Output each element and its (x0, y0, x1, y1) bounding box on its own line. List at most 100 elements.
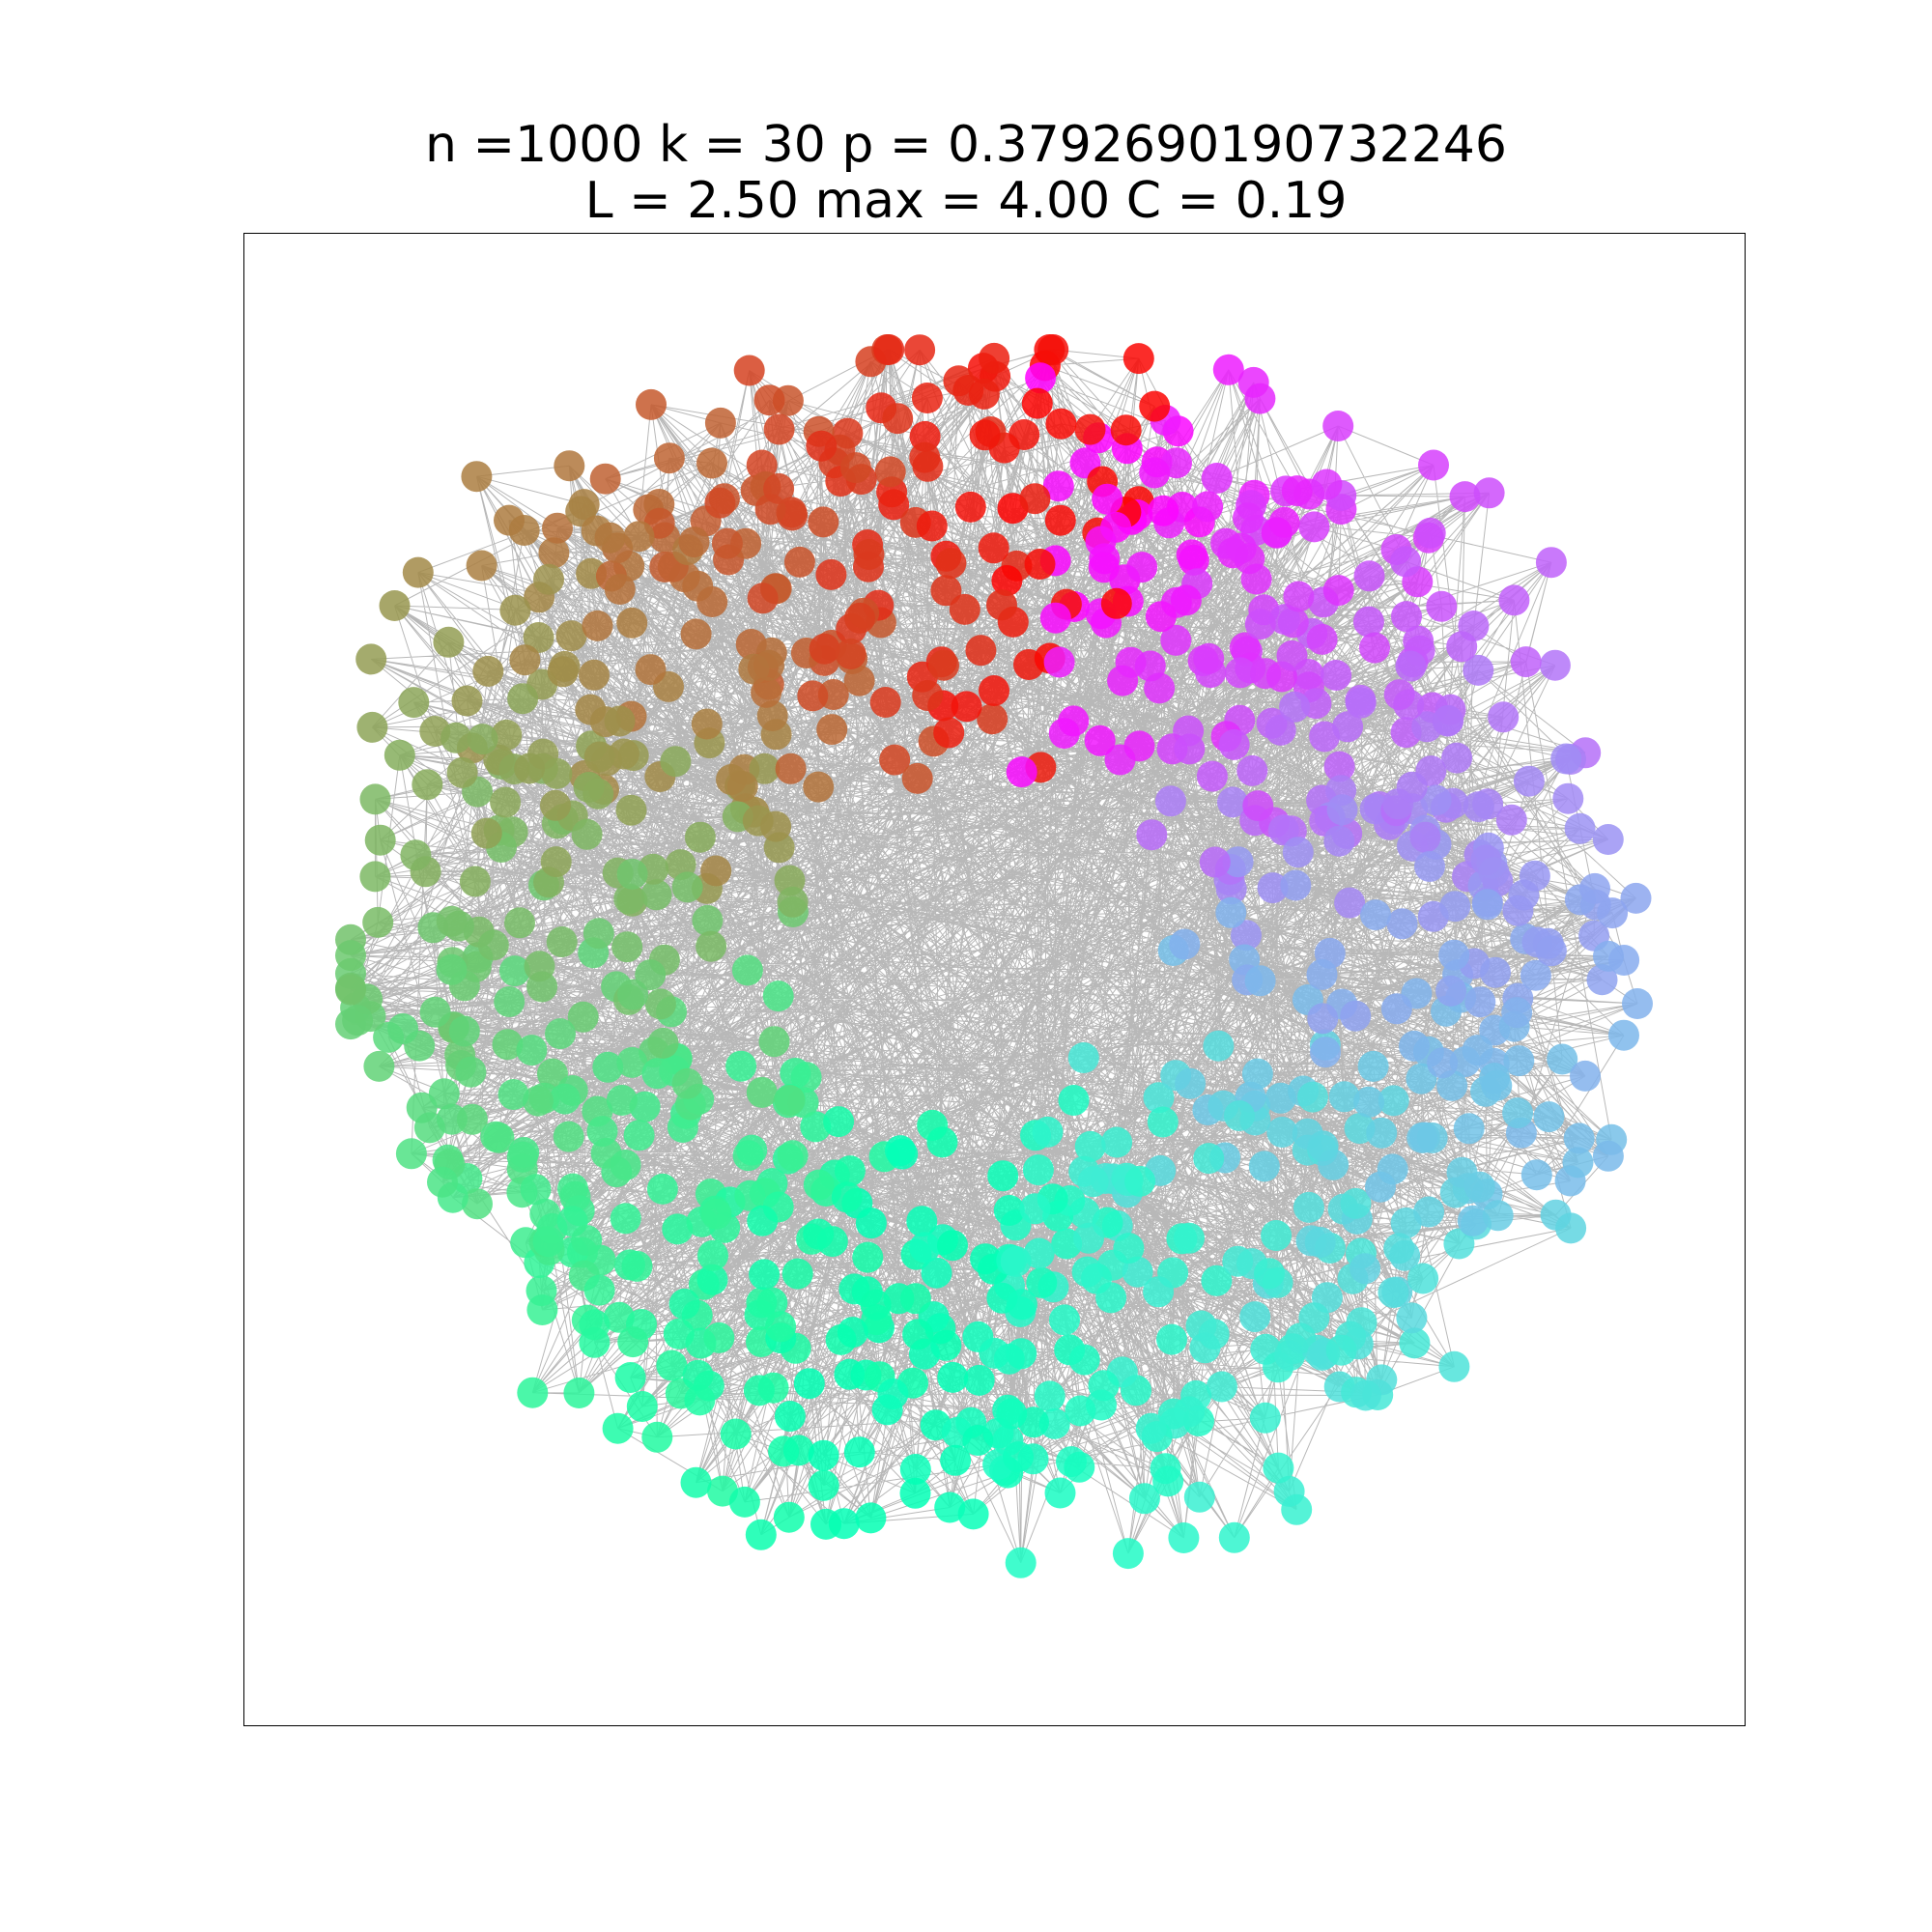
graph-node (1154, 785, 1186, 817)
graph-node (1266, 1117, 1298, 1148)
graph-node (1520, 1159, 1552, 1191)
graph-node (427, 1166, 458, 1198)
graph-node (1433, 704, 1464, 736)
graph-node (993, 1195, 1025, 1226)
graph-node (758, 1026, 790, 1058)
graph-node (1395, 650, 1427, 682)
graph-node (335, 974, 366, 1006)
graph-node (753, 384, 785, 416)
graph-node (542, 512, 573, 544)
graph-node (1413, 1196, 1445, 1228)
graph-node (951, 691, 982, 723)
graph-node (662, 1213, 694, 1245)
graph-node (616, 607, 648, 639)
graph-node (1100, 587, 1132, 619)
graph-node (684, 1384, 716, 1416)
graph-node (684, 821, 716, 853)
graph-node (523, 1085, 554, 1117)
graph-node (1088, 1370, 1120, 1402)
graph-node (1248, 1151, 1280, 1182)
graph-node (1077, 1166, 1109, 1198)
graph-node (436, 905, 468, 937)
graph-node (1478, 857, 1510, 888)
graph-node (1019, 1193, 1051, 1225)
graph-node (538, 537, 570, 569)
graph-node (1018, 1406, 1049, 1438)
graph-node (882, 403, 914, 435)
graph-node (419, 996, 451, 1028)
graph-node (480, 1121, 512, 1152)
graph-node (1073, 1222, 1104, 1254)
graph-node (1441, 742, 1473, 774)
graph-node (462, 1188, 493, 1220)
graph-node (1283, 581, 1315, 612)
graph-node (831, 1181, 863, 1213)
graph-node (646, 1173, 678, 1205)
graph-node (1279, 691, 1311, 723)
graph-node (1325, 1334, 1357, 1366)
graph-node (1360, 899, 1391, 931)
graph-node (1218, 1521, 1250, 1553)
graph-node (1439, 891, 1471, 923)
graph-node (991, 565, 1023, 596)
graph-node (494, 986, 526, 1017)
graph-node (1535, 547, 1567, 579)
graph-node (1501, 997, 1533, 1029)
graph-node (1169, 928, 1201, 960)
graph-node (1145, 601, 1177, 633)
graph-node (466, 550, 497, 582)
graph-node (1199, 846, 1231, 878)
graph-node (540, 846, 572, 878)
graph-node (1242, 790, 1274, 822)
graph-node (523, 622, 554, 653)
graph-node (756, 700, 788, 731)
graph-node (1067, 1042, 1099, 1073)
graph-node (1024, 549, 1056, 580)
graph-node (549, 1083, 581, 1115)
graph-node (1124, 1165, 1156, 1197)
graph-node (1418, 449, 1449, 481)
graph-node (663, 1318, 695, 1350)
graph-node (364, 824, 396, 856)
graph-node (602, 1412, 634, 1444)
graph-node (579, 659, 610, 691)
graph-node (777, 886, 809, 918)
graph-node (589, 463, 621, 495)
graph-node (1249, 1402, 1281, 1434)
graph-node (461, 461, 493, 493)
graph-node (1254, 1258, 1285, 1290)
graph-node (1101, 1126, 1133, 1158)
graph-node (725, 1050, 757, 1082)
graph-node (1113, 1233, 1145, 1264)
graph-node (1032, 1116, 1064, 1148)
graph-node (614, 1362, 646, 1393)
graph-node (653, 442, 685, 474)
graph-node (456, 1103, 488, 1135)
graph-node (753, 649, 784, 681)
graph-node (711, 527, 743, 559)
graph-node (700, 855, 732, 887)
graph-node (567, 1001, 599, 1033)
graph-node (877, 1378, 909, 1409)
graph-node (887, 1138, 919, 1170)
graph-node (839, 452, 871, 484)
graph-node (696, 930, 727, 962)
graph-node (668, 1288, 700, 1320)
graph-node (855, 1502, 887, 1534)
graph-node (1321, 660, 1352, 691)
graph-node (954, 491, 986, 523)
graph-node (1482, 1200, 1514, 1232)
graph-node (1297, 1081, 1328, 1113)
graph-node (499, 594, 531, 626)
graph-node (355, 643, 387, 675)
graph-node (1074, 1130, 1106, 1162)
graph-node (1495, 804, 1527, 836)
graph-node (1323, 825, 1355, 857)
graph-node (1282, 837, 1314, 868)
graph-node (1064, 1451, 1095, 1483)
graph-node (594, 522, 626, 554)
graph-node (823, 1106, 855, 1138)
graph-node (1134, 650, 1166, 682)
graph-node (541, 757, 573, 789)
graph-node (1128, 1483, 1160, 1515)
